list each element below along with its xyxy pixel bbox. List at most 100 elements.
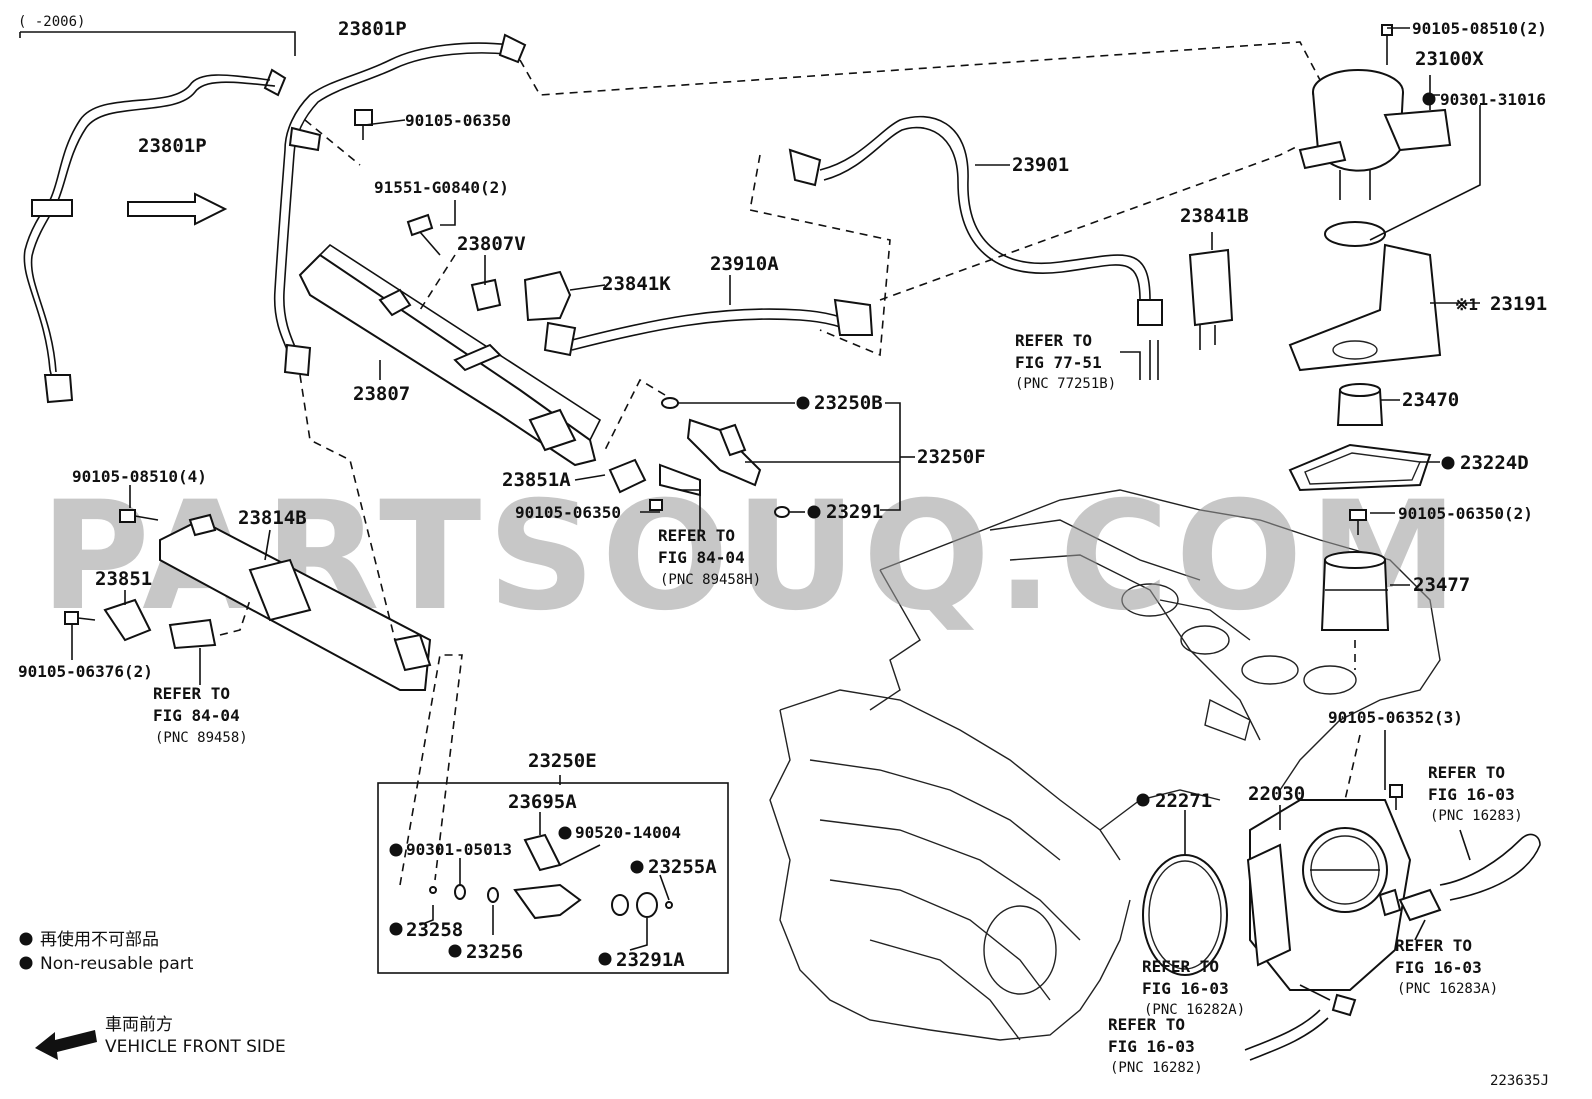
label-23814B: 23814B bbox=[238, 507, 307, 529]
label-23477: 23477 bbox=[1413, 574, 1470, 596]
non-reusable-dot bbox=[389, 843, 403, 857]
label-23258: 23258 bbox=[406, 919, 463, 941]
fuel-rail-23807 bbox=[298, 243, 602, 467]
front-arrow-icon bbox=[35, 1030, 97, 1060]
non-reusable-dot bbox=[19, 932, 33, 946]
label-23256: 23256 bbox=[466, 941, 523, 963]
label-91551-G0840: 91551-G0840(2) bbox=[374, 178, 509, 197]
front-indicator: 車両前方 VEHICLE FRONT SIDE bbox=[35, 1015, 286, 1060]
refer-16-03-c: REFER TO FIG 16-03 (PNC 16282A) bbox=[1142, 957, 1245, 1018]
label-23841K: 23841K bbox=[602, 273, 671, 295]
refer-line2: FIG 16-03 bbox=[1428, 785, 1515, 804]
refer-16-03-d: REFER TO FIG 16-03 (PNC 16282) bbox=[1108, 1015, 1203, 1076]
non-reusable-dot bbox=[558, 826, 572, 840]
refer-line1: REFER TO bbox=[1015, 331, 1092, 350]
housing-23477 bbox=[1320, 551, 1390, 631]
figure-id: 223635J bbox=[1490, 1073, 1549, 1089]
label-23910A: 23910A bbox=[710, 253, 779, 275]
label-23901: 23901 bbox=[1012, 154, 1069, 176]
label-23250B: 23250B bbox=[814, 392, 883, 414]
refer-pnc: (PNC 16282A) bbox=[1144, 1002, 1245, 1018]
hose-23901 bbox=[788, 115, 1163, 326]
refer-line1: REFER TO bbox=[153, 684, 230, 703]
label-23250E: 23250E bbox=[528, 750, 597, 772]
refer-line2: FIG 16-03 bbox=[1395, 958, 1482, 977]
label-90105-06352: 90105-06352(3) bbox=[1328, 708, 1463, 727]
refer-pnc: (PNC 89458H) bbox=[660, 572, 761, 588]
label-23191-mark: ※1 bbox=[1455, 295, 1478, 314]
non-reusable-dot bbox=[796, 396, 810, 410]
label-90105-06350-top: 90105-06350 bbox=[405, 111, 511, 130]
direction-arrow bbox=[127, 192, 228, 226]
label-23841B: 23841B bbox=[1180, 205, 1249, 227]
non-reusable-dot bbox=[1422, 92, 1436, 106]
non-reusable-dot bbox=[448, 944, 462, 958]
bolt-90105-06350-2 bbox=[1349, 509, 1367, 535]
bracket-23191 bbox=[1288, 243, 1442, 372]
label-23807V: 23807V bbox=[457, 233, 526, 255]
label-90105-08510-2: 90105-08510(2) bbox=[1412, 19, 1547, 38]
throttle-body-22030 bbox=[1246, 799, 1442, 991]
refer-16-03-b: REFER TO FIG 16-03 (PNC 16283A) bbox=[1395, 936, 1498, 997]
small-parts-upper bbox=[354, 109, 874, 357]
refer-84-04-a: REFER TO FIG 84-04 (PNC 89458H) bbox=[658, 526, 761, 588]
refer-pnc: (PNC 16283A) bbox=[1397, 981, 1498, 997]
label-23224D: 23224D bbox=[1460, 452, 1529, 474]
label-90301-05013: 90301-05013 bbox=[406, 840, 512, 859]
label-23100X: 23100X bbox=[1415, 48, 1484, 70]
gasket-23224D bbox=[1288, 443, 1432, 492]
label-23801P: 23801P bbox=[338, 18, 407, 40]
refer-line1: REFER TO bbox=[1108, 1015, 1185, 1034]
label-23291A: 23291A bbox=[616, 949, 685, 971]
non-reusable-dot bbox=[598, 952, 612, 966]
non-reusable-dot bbox=[1136, 793, 1150, 807]
engine-outline bbox=[769, 489, 1441, 1041]
refer-pnc: (PNC 89458) bbox=[155, 730, 248, 746]
leader-lines bbox=[71, 27, 1481, 1001]
label-90105-06350-2: 90105-06350(2) bbox=[1398, 504, 1533, 523]
non-reusable-dot bbox=[389, 922, 403, 936]
labels: ( -2006) 23801P 23801P 90105-06350 91551… bbox=[18, 14, 1547, 971]
injector-23250F bbox=[661, 397, 790, 518]
front-jp: 車両前方 bbox=[105, 1015, 173, 1035]
refer-line2: FIG 16-03 bbox=[1108, 1037, 1195, 1056]
legend-jp: 再使用不可部品 bbox=[40, 929, 159, 950]
refer-line1: REFER TO bbox=[1142, 957, 1219, 976]
non-reusable-dot bbox=[807, 505, 821, 519]
label-23291: 23291 bbox=[826, 501, 883, 523]
label-22271: 22271 bbox=[1155, 790, 1212, 812]
refer-line2: FIG 84-04 bbox=[153, 706, 240, 725]
label-22030: 22030 bbox=[1248, 783, 1305, 805]
refer-line2: FIG 84-04 bbox=[658, 548, 745, 567]
lifter-23470 bbox=[1336, 383, 1384, 426]
label-23807: 23807 bbox=[353, 383, 410, 405]
refer-77-51: REFER TO FIG 77-51 (PNC 77251B) bbox=[1015, 331, 1116, 392]
refer-16-03-a: REFER TO FIG 16-03 (PNC 16283) bbox=[1428, 763, 1523, 824]
label-90105-06350-mid: 90105-06350 bbox=[515, 503, 621, 522]
label-23801P-old: 23801P bbox=[138, 135, 207, 157]
non-reusable-dot bbox=[19, 956, 33, 970]
front-en: VEHICLE FRONT SIDE bbox=[105, 1037, 286, 1057]
refer-pnc: (PNC 77251B) bbox=[1015, 376, 1116, 392]
legend-en: Non-reusable part bbox=[40, 954, 194, 974]
label-23851: 23851 bbox=[95, 568, 152, 590]
non-reusable-dot bbox=[630, 860, 644, 874]
date-range-label: ( -2006) bbox=[18, 14, 85, 30]
refer-84-04-b: REFER TO FIG 84-04 (PNC 89458) bbox=[153, 684, 248, 746]
fuel-pump-23100X bbox=[1298, 24, 1452, 247]
label-23255A: 23255A bbox=[648, 856, 717, 878]
legend: 再使用不可部品 Non-reusable part bbox=[19, 929, 194, 974]
refer-pnc: (PNC 16282) bbox=[1110, 1060, 1203, 1076]
label-23695A: 23695A bbox=[508, 791, 577, 813]
label-90105-06376: 90105-06376(2) bbox=[18, 662, 153, 681]
refer-line2: FIG 16-03 bbox=[1142, 979, 1229, 998]
label-90105-08510-4: 90105-08510(4) bbox=[72, 467, 207, 486]
fuel-rail-23814B bbox=[159, 513, 432, 691]
refer-line1: REFER TO bbox=[1395, 936, 1472, 955]
refer-pnc: (PNC 16283) bbox=[1430, 808, 1523, 824]
label-23851A: 23851A bbox=[502, 469, 571, 491]
label-23470: 23470 bbox=[1402, 389, 1459, 411]
label-90520-14004: 90520-14004 bbox=[575, 823, 681, 842]
kit-box-23250E bbox=[377, 782, 729, 974]
